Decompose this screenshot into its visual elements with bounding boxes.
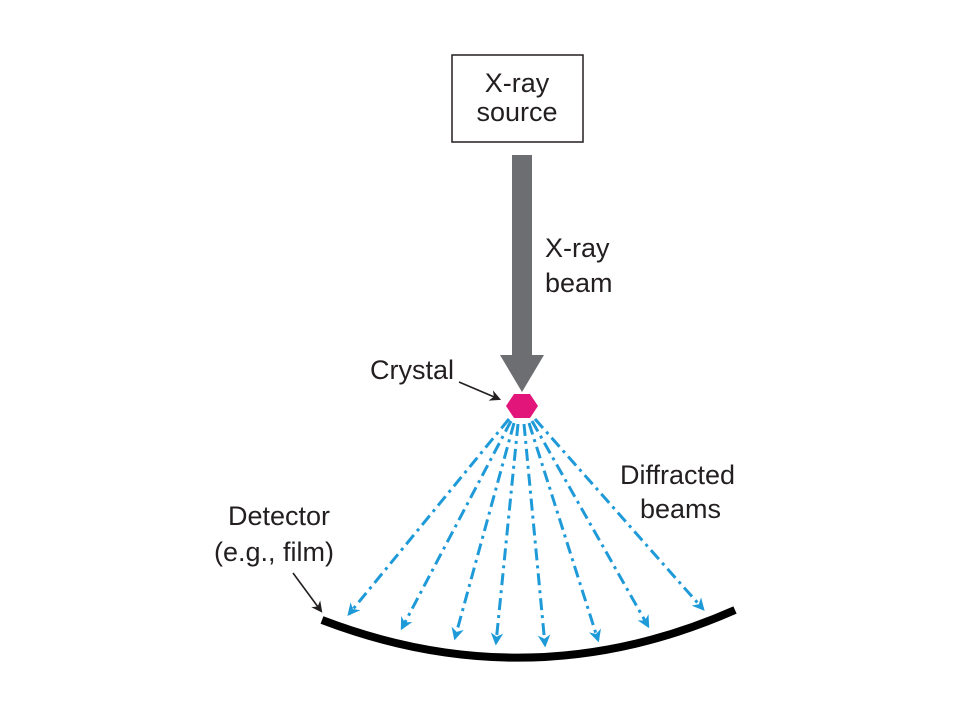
xray-source-label-line1: X-ray [485, 68, 550, 98]
detector-pointer-arrow [292, 572, 323, 613]
xray-beam-arrowhead [500, 355, 544, 392]
diffracted-beams [347, 418, 705, 648]
diffracted-beam-6 [527, 422, 601, 643]
diffracted-beam-4 [490, 423, 520, 646]
diffracted-beam-8 [533, 418, 705, 611]
xray-source-frame [451, 54, 584, 143]
diffracted-beam-7 [530, 420, 650, 629]
xray-source-box: X-ray source [451, 54, 584, 143]
xray-source-label-line2: source [476, 97, 557, 127]
xray-beam-label-line1: X-ray [545, 233, 610, 263]
detector-film-arc [320, 606, 737, 662]
detector-label-line1: Detector [228, 501, 330, 531]
xray-beam-arrow [500, 155, 544, 392]
diffracted-beams-label-line2: beams [640, 494, 721, 524]
diffracted-beam-3 [451, 422, 516, 641]
crystal-label: Crystal [370, 355, 454, 385]
diffracted-beam-2 [400, 420, 513, 631]
diffracted-beams-label-line1: Diffracted [620, 460, 735, 490]
xray-beam-shaft [512, 155, 532, 358]
detector-label-line2: (e.g., film) [214, 537, 334, 567]
hexagon-crystal-icon [506, 394, 538, 418]
crystal-pointer-arrow [458, 381, 502, 401]
diffracted-beam-1 [347, 418, 511, 616]
diffracted-beam-5 [522, 423, 551, 648]
xray-beam-label-line2: beam [545, 268, 613, 298]
